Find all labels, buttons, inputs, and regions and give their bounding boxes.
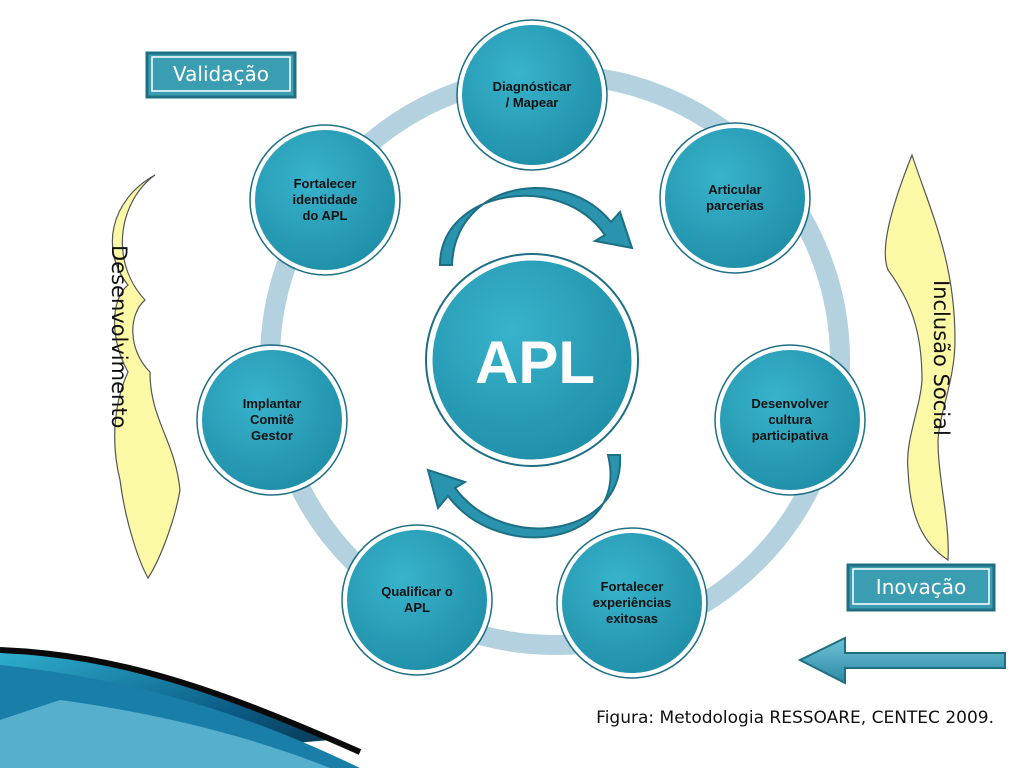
- cycle-arrow-bottom: [426, 454, 622, 539]
- node-label-line: identidade: [292, 192, 357, 207]
- inovacao-label: Inovação: [876, 575, 966, 599]
- node-label-line: Desenvolver: [751, 396, 828, 411]
- desenvolvimento-brace: Desenvolvimento: [107, 174, 181, 580]
- node-label-line: / Mapear: [506, 95, 559, 110]
- node-label-line: Diagnósticar: [493, 79, 572, 94]
- inclusao-social-label: Inclusão Social: [929, 280, 953, 436]
- figure-caption: Figura: Metodologia RESSOARE, CENTEC 200…: [596, 708, 994, 728]
- node-label-line: participativa: [752, 428, 829, 443]
- node-label-line: Fortalecer: [601, 579, 664, 594]
- center-label: APL: [475, 329, 595, 396]
- validacao-label: Validação: [173, 62, 269, 86]
- node-label-line: parcerias: [706, 198, 764, 213]
- validacao-box: Validação: [145, 51, 297, 99]
- cycle-arrow-top: [438, 187, 634, 266]
- node-label-line: APL: [404, 600, 430, 615]
- decorative-swoosh: [0, 647, 362, 768]
- node-label-line: experiências: [593, 595, 672, 610]
- inclusao-social-brace: Inclusão Social: [884, 153, 956, 562]
- node-label-line: do APL: [302, 208, 347, 223]
- desenvolvimento-label: Desenvolvimento: [107, 245, 131, 428]
- left-arrow-icon: [797, 636, 1006, 685]
- node-diagnosticar: Diagnósticar/ Mapear: [456, 19, 608, 171]
- node-label-line: Articular: [708, 182, 761, 197]
- node-label-line: Implantar: [243, 396, 302, 411]
- node-label-line: Comitê: [250, 412, 294, 427]
- node-label-line: cultura: [768, 412, 812, 427]
- inovacao-box: Inovação: [846, 563, 996, 612]
- center-node: APL: [425, 253, 639, 467]
- node-diagnosticar-label: Diagnósticar/ Mapear: [493, 79, 572, 110]
- node-label-line: exitosas: [606, 611, 658, 626]
- node-label-line: Qualificar o: [381, 584, 453, 599]
- node-label-line: Fortalecer: [294, 176, 357, 191]
- node-label-line: Gestor: [251, 428, 293, 443]
